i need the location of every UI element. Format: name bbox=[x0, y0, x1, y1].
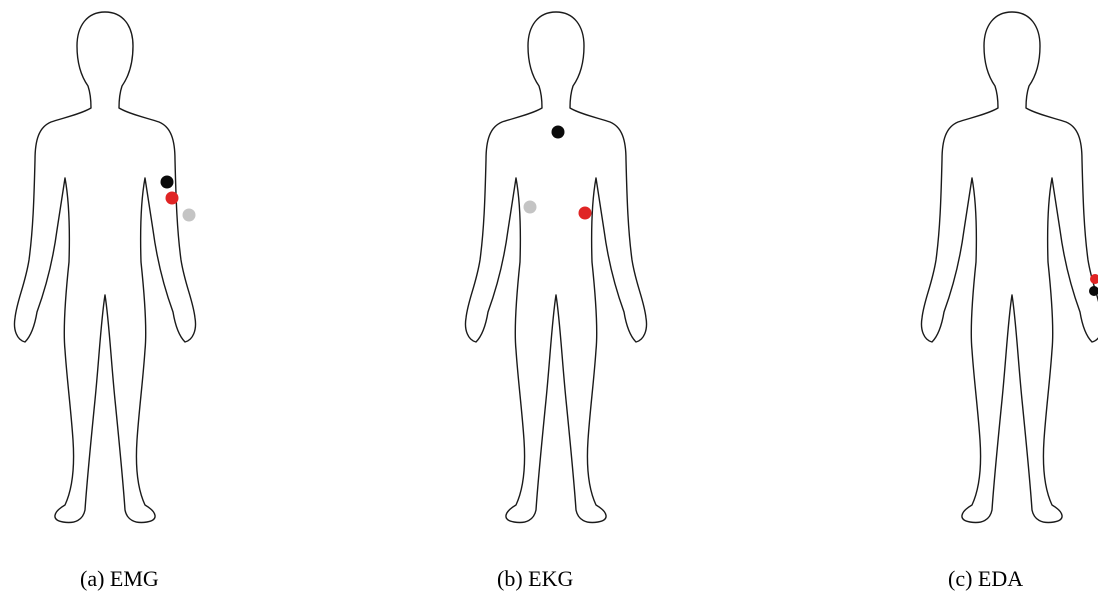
body-outline bbox=[465, 12, 646, 523]
electrode-red bbox=[166, 192, 179, 205]
caption-emg: (a) EMG bbox=[80, 568, 159, 590]
body-figure-ekg bbox=[366, 0, 732, 540]
body-figure-emg bbox=[0, 0, 366, 540]
electrode-black bbox=[552, 126, 565, 139]
caption-ekg: (b) EKG bbox=[497, 568, 573, 590]
body-outline bbox=[921, 12, 1098, 523]
body-outline bbox=[14, 12, 195, 523]
body-figure-eda bbox=[732, 0, 1098, 540]
electrode-red bbox=[579, 207, 592, 220]
panel-emg: (a) EMG bbox=[0, 0, 366, 597]
panel-eda: (c) EDA bbox=[732, 0, 1098, 597]
electrode-black bbox=[161, 176, 174, 189]
caption-eda: (c) EDA bbox=[948, 568, 1023, 590]
panel-ekg: (b) EKG bbox=[366, 0, 732, 597]
electrode-gray bbox=[183, 209, 196, 222]
electrode-gray bbox=[524, 201, 537, 214]
